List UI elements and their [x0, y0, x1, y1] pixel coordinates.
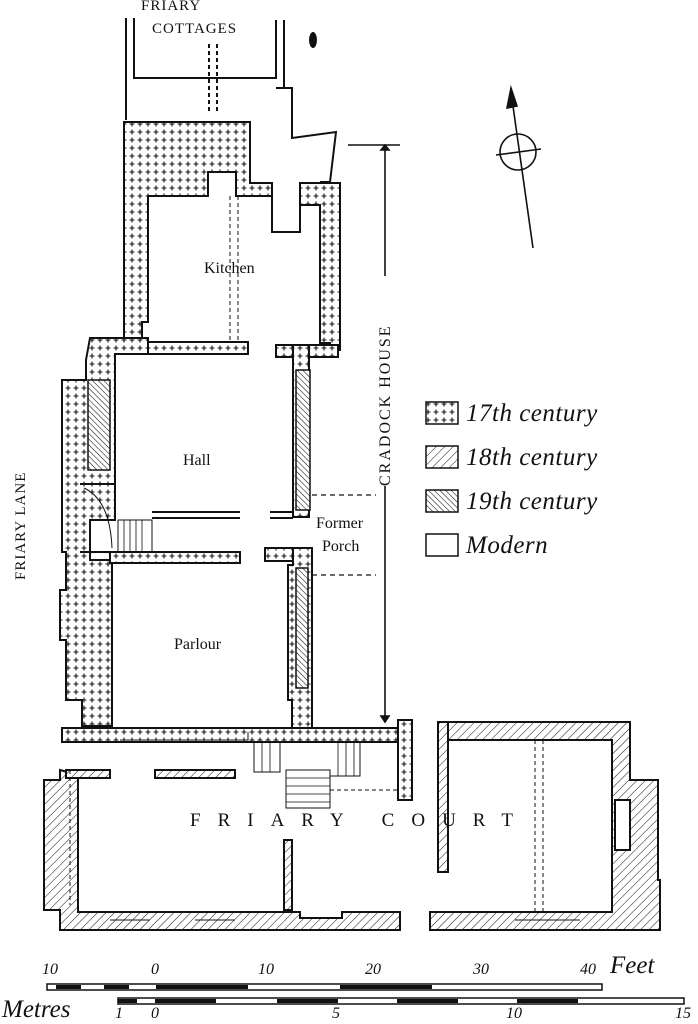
friary-cottages-label-line1: FRIARY	[141, 0, 202, 14]
legend-label-18th: 18th century	[466, 444, 598, 471]
legend-swatch-modern	[425, 533, 459, 557]
feet-tick-label: 10	[258, 961, 274, 978]
metre-tick-label: 5	[332, 1005, 340, 1022]
walls-17th-century	[59, 121, 413, 801]
friary-lane-label: FRIARY LANE	[13, 471, 29, 580]
modern-lines	[69, 18, 580, 921]
metre-tick-label: 0	[151, 1005, 159, 1022]
feet-unit-label: Feet	[610, 952, 655, 979]
former-porch-label-line1: Former	[316, 515, 364, 532]
legend-label-modern: Modern	[466, 532, 549, 559]
metre-tick-label: 15	[675, 1005, 691, 1022]
legend-item-17th: 17th century	[466, 400, 598, 428]
cradock-house-label: CRADOCK HOUSE	[377, 324, 394, 486]
metre-tick-label: 10	[506, 1005, 522, 1022]
feet-tick-label: 20	[365, 961, 381, 978]
legend-item-18th: 18th century	[466, 444, 598, 472]
friary-cottages-label-line2: COTTAGES	[152, 21, 238, 37]
legend-label-17th: 17th century	[466, 400, 598, 427]
legend-swatch-17th	[425, 401, 459, 425]
legend-swatch-19th	[425, 489, 459, 513]
tree-mark-icon	[309, 32, 317, 48]
former-porch-label-line2: Porch	[322, 538, 360, 555]
feet-tick-label: 0	[151, 961, 159, 978]
metres-unit-label: Metres	[2, 996, 71, 1023]
parlour-label: Parlour	[174, 636, 222, 653]
legend-item-19th: 19th century	[466, 488, 598, 516]
cradock-dimension-line	[348, 143, 400, 724]
legend-label-19th: 19th century	[466, 488, 598, 515]
legend-item-modern: Modern	[466, 532, 548, 560]
feet-tick-label: 10	[42, 961, 58, 978]
metre-tick-label: 1	[115, 1005, 123, 1022]
scale-bars	[46, 983, 685, 1005]
kitchen-label: Kitchen	[204, 260, 255, 277]
hall-label: Hall	[183, 452, 211, 469]
friary-court-label: FRIARY COURT	[190, 810, 530, 831]
walls-19th-century	[87, 369, 311, 689]
walls-18th-century	[43, 721, 661, 931]
feet-tick-label: 30	[473, 961, 489, 978]
north-arrow-icon	[309, 32, 542, 249]
legend-swatch-18th	[425, 445, 459, 469]
feet-tick-label: 40	[580, 961, 596, 978]
